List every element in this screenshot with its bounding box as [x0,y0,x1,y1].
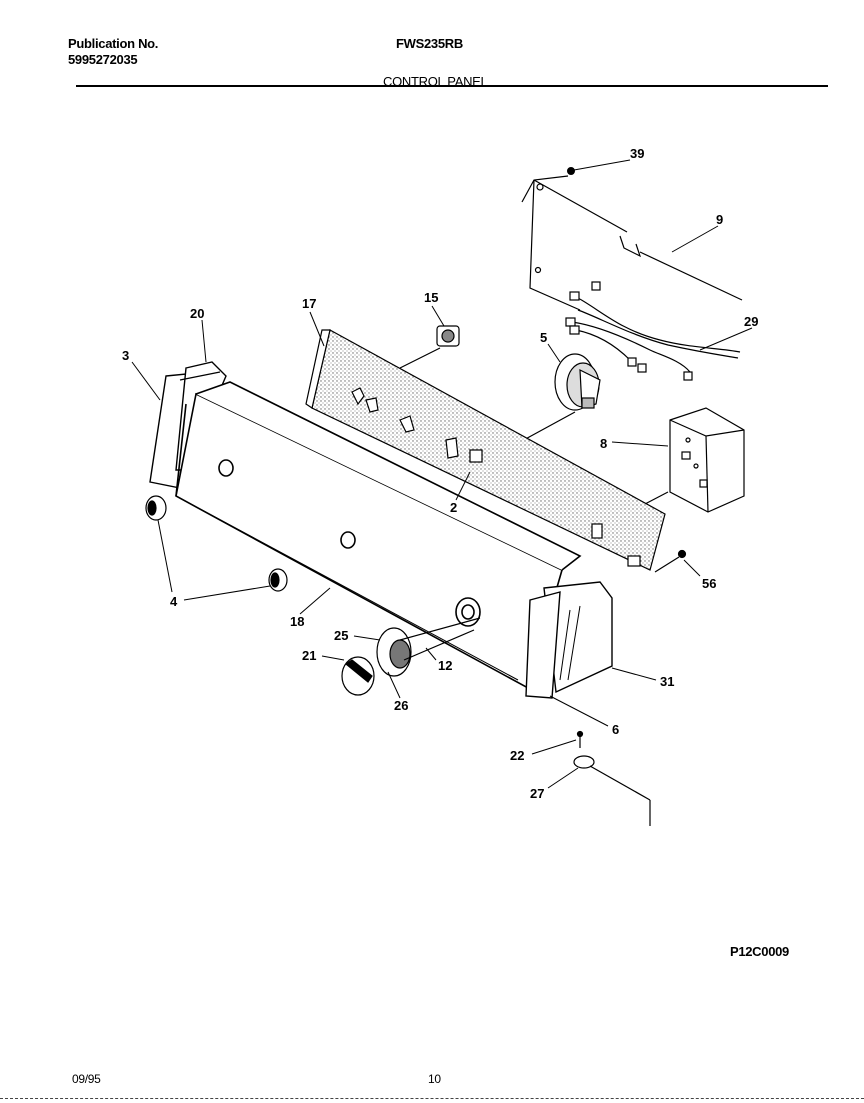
footer-date: 09/95 [72,1072,101,1086]
callout-21: 21 [302,648,316,663]
wire-harness-part [565,281,753,381]
callout-22: 22 [510,748,524,763]
callout-15: 15 [424,290,438,305]
leader-lines [131,225,719,789]
callout-6: 6 [612,722,619,737]
header-rule [76,85,828,87]
callout-12: 12 [438,658,452,673]
callout-56: 56 [702,576,716,591]
callout-29: 29 [744,314,758,329]
figure-code: P12C0009 [729,944,789,959]
dial-part [341,617,481,696]
publication-label: Publication No. [68,36,159,51]
console-front-part [175,381,582,690]
callout-9: 9 [716,212,723,227]
right-end-cap-part [525,581,613,699]
callout-27: 27 [530,786,544,801]
publication-number: 5995272035 [68,52,138,67]
callout-5: 5 [540,330,547,345]
footer-rule [0,1098,864,1100]
callout-2: 2 [450,500,457,515]
page-number: 10 [428,1072,441,1086]
callout-8: 8 [600,436,607,451]
selector-switch-part [399,325,460,369]
knob-part [145,495,288,592]
switch-part [644,407,745,513]
callout-17: 17 [302,296,316,311]
fastener-parts [573,549,687,826]
callout-18: 18 [290,614,304,629]
callout-4: 4 [170,594,178,609]
timer-part [519,353,601,443]
callout-25: 25 [334,628,348,643]
rear-cover-part [521,175,743,311]
model-number: FWS235RB [396,36,463,51]
callout-39: 39 [630,146,644,161]
callout-31: 31 [660,674,674,689]
callout-20: 20 [190,306,204,321]
control-panel-backplate-part [305,329,666,571]
callout-3: 3 [122,348,129,363]
callout-26: 26 [394,698,408,713]
screw-part [567,159,631,175]
